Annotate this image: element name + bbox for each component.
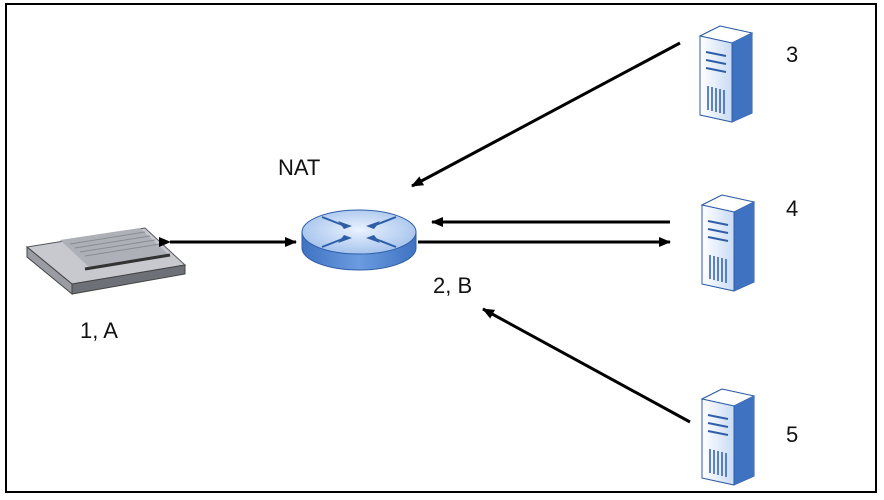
server-icon-3 (698, 25, 754, 123)
server-icon-4 (700, 194, 756, 292)
server-5-label: 5 (786, 422, 799, 447)
arrow-server3-to-router (411, 41, 681, 188)
router-label: 2, B (433, 273, 473, 298)
diagram-frame (5, 3, 877, 493)
router-icon (301, 209, 417, 271)
nat-label: NAT (278, 155, 321, 180)
arrow-server5-to-router (482, 307, 691, 424)
host-label: 1, A (80, 318, 118, 343)
modem-icon (25, 227, 187, 296)
server-4-label: 4 (786, 196, 799, 221)
server-3-label: 3 (786, 42, 799, 67)
server-icon-5 (700, 388, 756, 486)
